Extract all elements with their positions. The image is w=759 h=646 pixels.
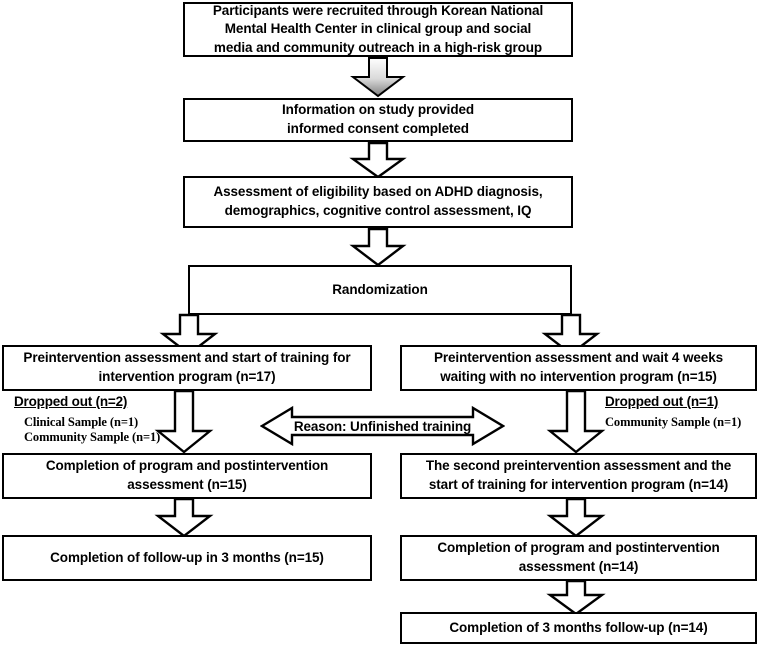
arrow-reason-double-headed: Reason: Unfinished training [260, 404, 505, 448]
node-eligibility-label: Assessment of eligibility based on ADHD … [213, 184, 543, 218]
node-eligibility: Assessment of eligibility based on ADHD … [183, 176, 573, 228]
node-right-followup-label: Completion of 3 months follow-up (n=14) [449, 619, 708, 635]
right-dropout-title: Dropped out (n=1) [605, 394, 719, 409]
annotation-right-dropout: Dropped out (n=1) Community Sample (n=1) [605, 394, 741, 430]
arrow-left-pre-to-completion [154, 389, 215, 454]
connector-randomization-split [0, 313, 759, 319]
node-left-pre: Preintervention assessment and start of … [2, 345, 372, 391]
node-information: Information on study provided informed c… [183, 98, 573, 142]
node-right-completion: Completion of program and postinterventi… [400, 535, 757, 581]
left-dropout-line-1: Clinical Sample (n=1) [24, 415, 139, 429]
node-left-followup-label: Completion of follow-up in 3 months (n=1… [50, 549, 324, 565]
arrow-information-to-eligibility [349, 141, 407, 179]
arrow-right-second-pre-to-completion [546, 497, 607, 538]
right-dropout-line-1: Community Sample (n=1) [605, 415, 742, 429]
annotation-left-dropout: Dropped out (n=2) Clinical Sample (n=1) … [14, 394, 160, 445]
node-left-completion: Completion of program and postinterventi… [2, 453, 372, 499]
node-right-pre-label: Preintervention assessment and wait 4 we… [433, 350, 724, 384]
node-recruitment-label: Participants were recruited through Kore… [212, 2, 544, 55]
arrow-recruitment-to-information [350, 57, 406, 98]
node-randomization: Randomization [188, 265, 572, 315]
arrow-right-completion-to-followup [546, 579, 607, 616]
left-dropout-line-2: Community Sample (n=1) [24, 430, 161, 444]
node-right-completion-label: Completion of program and postinterventi… [437, 540, 720, 574]
node-information-label: Information on study provided informed c… [281, 102, 475, 136]
arrow-right-pre-to-second-pre [546, 389, 607, 454]
node-left-completion-label: Completion of program and postinterventi… [45, 458, 329, 492]
node-left-followup: Completion of follow-up in 3 months (n=1… [2, 535, 372, 581]
node-right-second-pre: The second preintervention assessment an… [400, 453, 757, 499]
arrow-eligibility-to-randomization [349, 227, 407, 267]
node-right-second-pre-label: The second preintervention assessment an… [425, 458, 732, 492]
node-left-pre-label: Preintervention assessment and start of … [23, 350, 351, 384]
arrow-randomization-to-left-pre [159, 313, 220, 356]
node-randomization-label: Randomization [332, 281, 428, 297]
reason-arrow-label: Reason: Unfinished training [293, 418, 472, 434]
node-recruitment: Participants were recruited through Kore… [183, 2, 573, 57]
arrow-randomization-to-right-pre [541, 313, 602, 356]
node-right-pre: Preintervention assessment and wait 4 we… [400, 345, 757, 391]
node-right-followup: Completion of 3 months follow-up (n=14) [400, 612, 757, 644]
left-dropout-title: Dropped out (n=2) [14, 394, 128, 409]
arrow-left-completion-to-followup [154, 497, 215, 538]
